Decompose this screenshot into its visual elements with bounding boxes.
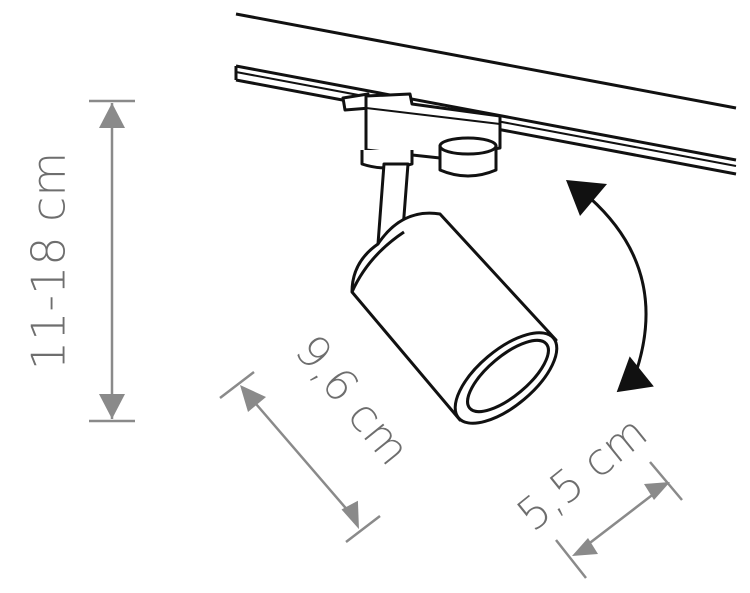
height-dimension bbox=[89, 99, 135, 423]
track-adapter bbox=[341, 92, 502, 178]
length-dimension bbox=[219, 371, 381, 543]
spotlight-body bbox=[350, 211, 559, 425]
diameter-label: 5,5 cm bbox=[508, 407, 657, 542]
double-headed-curved-arrow-icon bbox=[566, 180, 654, 393]
height-label: 11-18 cm bbox=[22, 152, 76, 370]
diameter-dimension bbox=[555, 461, 683, 579]
